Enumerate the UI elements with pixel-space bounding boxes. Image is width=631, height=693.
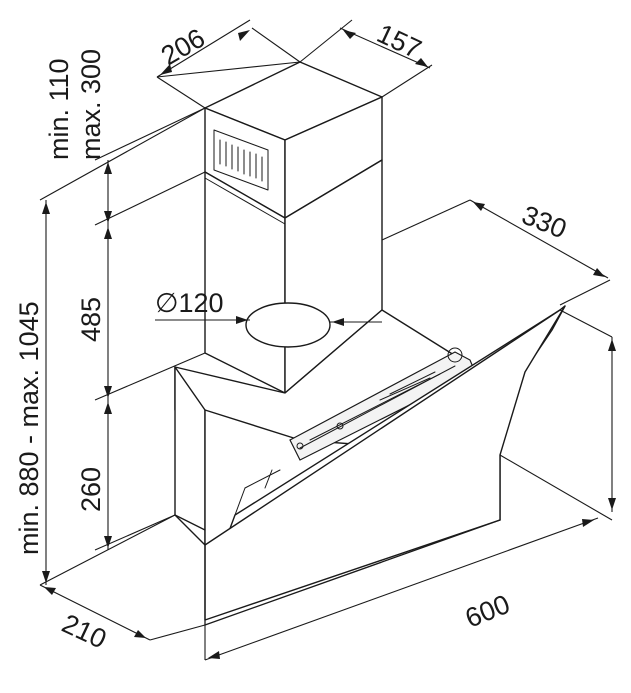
label-min-110: min. 110 <box>44 58 74 160</box>
upper-chimney <box>204 61 383 219</box>
vent-slots <box>213 129 269 191</box>
label-total-height: min. 880 - max. 1045 <box>14 301 44 555</box>
label-206: 206 <box>156 23 210 72</box>
label-157: 157 <box>372 18 426 64</box>
glass-panel <box>204 305 566 626</box>
dimension-labels: 206 157 min. 110 max. 300 min. 880 - max… <box>14 18 571 654</box>
dimension-lines <box>39 19 616 661</box>
duct-outlet <box>245 302 331 348</box>
label-max-300: max. 300 <box>76 49 106 160</box>
label-duct-diameter: ∅120 <box>155 288 224 318</box>
label-485: 485 <box>76 297 106 342</box>
label-600: 600 <box>461 589 514 634</box>
label-260: 260 <box>76 467 106 512</box>
label-330: 330 <box>518 200 571 245</box>
label-210: 210 <box>57 608 111 654</box>
